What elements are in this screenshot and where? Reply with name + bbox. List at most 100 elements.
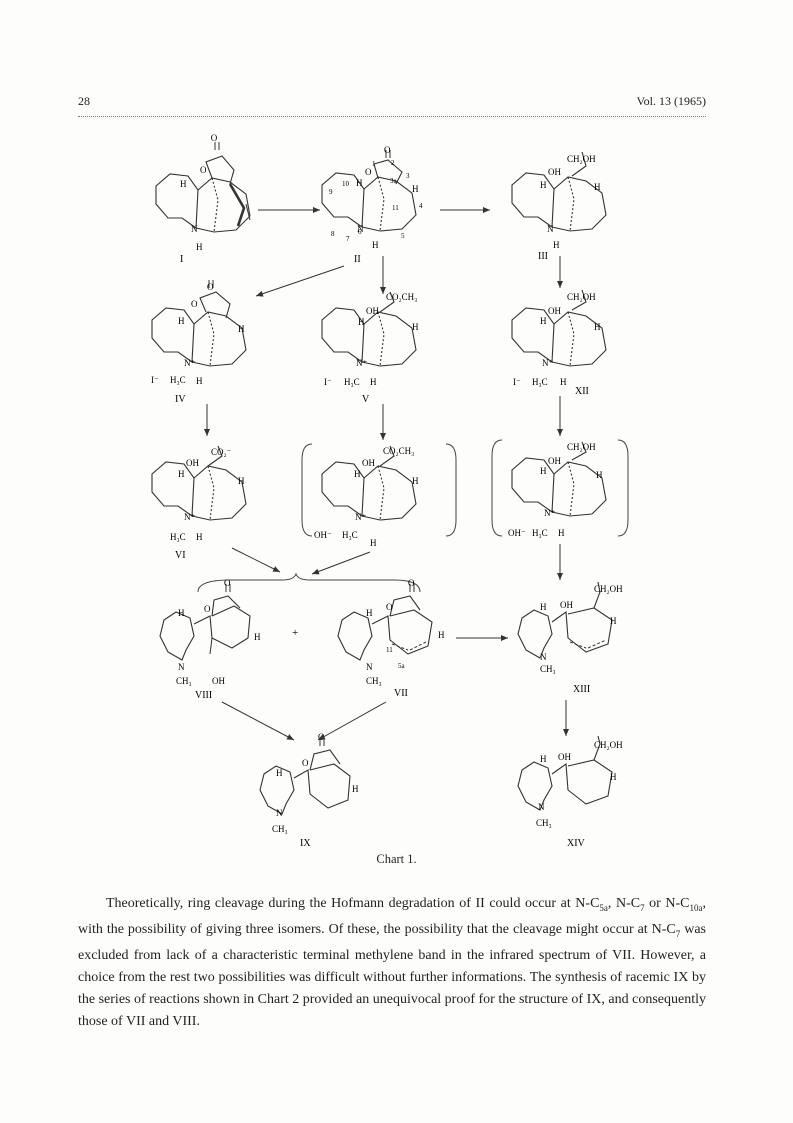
svg-text:CO₂CH₃: CO₂CH₃ (386, 292, 417, 302)
compound-ref: IX (586, 991, 602, 1007)
svg-text:H: H (178, 316, 185, 326)
svg-text:6: 6 (358, 228, 362, 236)
n-label: N (547, 224, 554, 234)
svg-text:N⁺: N⁺ (356, 358, 367, 368)
svg-text:H: H (540, 754, 547, 764)
svg-text:N: N (540, 652, 547, 662)
h-label: H (594, 182, 601, 192)
compound-ref: II (475, 896, 485, 911)
svg-text:OH: OH (212, 676, 225, 686)
compound-XIV: CH₂OH OH H H N CH₃ XIV (517, 735, 623, 849)
carbonyl-o-label: O (384, 145, 391, 155)
svg-text:O: O (204, 604, 211, 614)
svg-text:10: 10 (342, 180, 350, 188)
svg-text:1: 1 (372, 160, 376, 168)
svg-text:H: H (354, 469, 361, 479)
svg-text:2: 2 (391, 159, 395, 167)
svg-text:N⁺: N⁺ (542, 358, 553, 368)
svg-text:H: H (238, 324, 245, 334)
bracketed-alcohol-intermediate: CH₂OH OH H H N⁺ OH⁻ H₃C H (491, 439, 629, 538)
svg-text:H: H (610, 772, 617, 782)
svg-text:O: O (207, 282, 214, 292)
svg-text:3a: 3a (390, 177, 398, 185)
svg-text:H: H (560, 377, 567, 387)
h-label: H (180, 179, 187, 189)
svg-text:H: H (358, 317, 365, 327)
svg-text:N: N (178, 662, 185, 672)
compound-label-VI: VI (175, 550, 186, 561)
ch2oh-label: CH₂OH (567, 154, 596, 164)
svg-text:H: H (254, 632, 261, 642)
svg-text:CO₂⁻: CO₂⁻ (211, 447, 232, 457)
svg-text:OH⁻: OH⁻ (314, 530, 332, 540)
compound-ref: VIII (172, 1013, 197, 1029)
compound-label-VII: VII (394, 688, 408, 699)
compound-ref: VII (612, 947, 632, 963)
svg-text:N: N (366, 662, 373, 672)
reaction-scheme-chart-1: O O H N H I O O 1 2 3 3a H 10 H 9 11 4 5… (151, 133, 629, 849)
svg-text:H: H (352, 784, 359, 794)
h-label: H (412, 184, 419, 194)
svg-text:H: H (178, 608, 185, 618)
svg-text:4: 4 (419, 202, 423, 210)
compound-II: O O 1 2 3 3a H 10 H 9 11 4 5 8 7 6 N H I… (321, 145, 423, 265)
svg-text:CH₃: CH₃ (540, 664, 556, 674)
svg-text:N⁺: N⁺ (184, 512, 195, 522)
carbonyl-o-label: O (211, 133, 218, 143)
svg-text:5: 5 (401, 232, 405, 240)
svg-text:OH⁻: OH⁻ (508, 528, 526, 538)
compound-IX: O O H H N CH₃ IX (259, 732, 359, 849)
h-label: H (553, 240, 560, 250)
svg-text:H: H (238, 476, 245, 486)
h-label: H (540, 180, 547, 190)
page-number: 28 (78, 94, 90, 108)
header-rule (78, 116, 706, 117)
svg-text:H₃C: H₃C (344, 377, 360, 387)
svg-text:CH₃: CH₃ (366, 676, 382, 686)
n-label: N (191, 224, 198, 234)
svg-text:H: H (412, 322, 419, 332)
h-label: H (196, 242, 203, 252)
svg-text:H: H (438, 630, 445, 640)
svg-text:CH₃: CH₃ (176, 676, 192, 686)
brace (197, 572, 421, 593)
compound-label-VIII: VIII (195, 690, 212, 701)
compound-III: CH₂OH OH H H N H III (511, 151, 607, 262)
svg-text:9: 9 (329, 188, 333, 196)
svg-text:OH: OH (362, 458, 375, 468)
svg-text:H₃C: H₃C (342, 530, 358, 540)
ring-o-label: O (200, 165, 207, 175)
h-label: H (372, 240, 379, 250)
svg-text:N: N (538, 802, 545, 812)
compound-IV: O O H H N⁺ I⁻ H₃C H IV (151, 280, 247, 405)
svg-text:CH₂OH: CH₂OH (567, 442, 596, 452)
svg-text:H: H (540, 466, 547, 476)
svg-text:N⁺: N⁺ (544, 508, 555, 518)
svg-text:I⁻: I⁻ (513, 377, 521, 387)
svg-text:OH: OH (548, 456, 561, 466)
svg-text:7: 7 (346, 235, 350, 243)
svg-text:N: N (276, 808, 283, 818)
compound-ref: IX (673, 969, 689, 985)
compound-label-I: I (180, 254, 183, 265)
h-label: H (356, 178, 363, 188)
svg-text:O: O (224, 578, 231, 588)
oh-label: OH (548, 167, 561, 177)
compound-ref: VII (125, 1013, 146, 1029)
chart-caption: Chart 1. (376, 852, 417, 866)
compound-label-III: III (538, 251, 548, 262)
compound-VI: CO₂⁻ OH H H N⁺ H₃C H VI (151, 445, 247, 561)
compound-label-V: V (362, 394, 370, 405)
svg-text:H: H (412, 476, 419, 486)
svg-text:OH: OH (560, 600, 573, 610)
n-label: N (357, 224, 364, 234)
compound-V: CO₂CH₃ OH H H N⁺ I⁻ H₃C H V (321, 291, 419, 405)
svg-text:OH: OH (366, 306, 379, 316)
iodide-label: I⁻ (151, 375, 159, 385)
svg-text:8: 8 (331, 230, 335, 238)
svg-text:O: O (386, 602, 393, 612)
svg-text:H: H (370, 377, 377, 387)
body-paragraph: Theoretically, ring cleavage during the … (78, 896, 707, 1029)
svg-text:H: H (196, 376, 203, 386)
compound-XIII: CH₂OH OH H H N CH₃ XIII (517, 581, 623, 695)
